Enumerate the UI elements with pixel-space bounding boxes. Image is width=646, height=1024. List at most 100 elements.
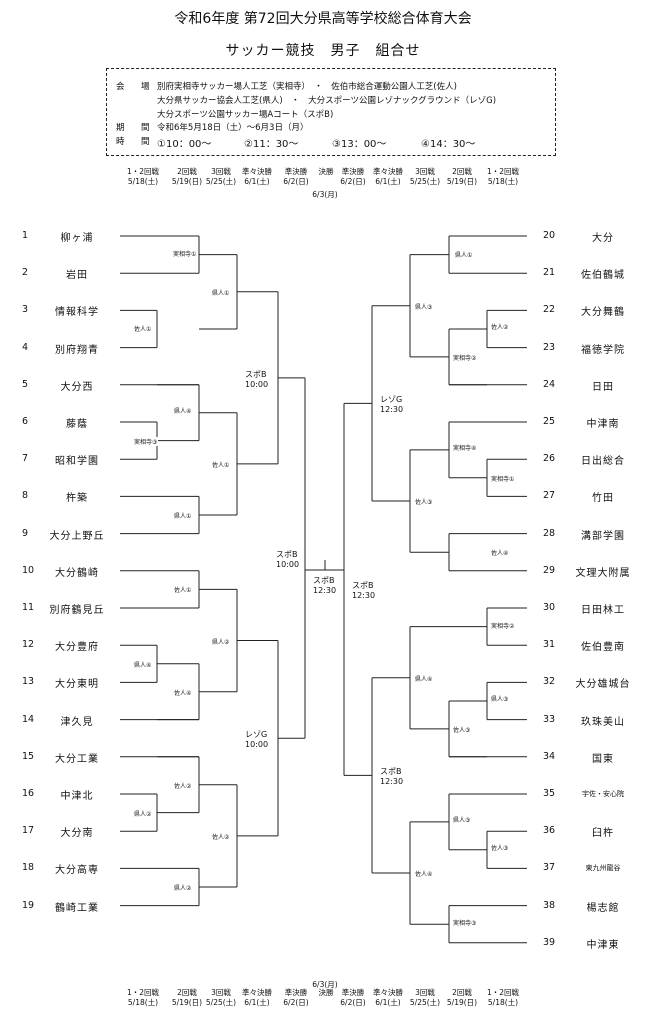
venue-label: 佐人③: [452, 724, 472, 734]
venue-label: 県人②: [211, 636, 231, 646]
venue-label: 県人④: [173, 405, 193, 415]
venue-label: 佐人①: [173, 585, 193, 595]
team-name: 中津北: [60, 791, 94, 802]
venue-label: 県人①: [173, 511, 193, 520]
team-name: 中津東: [586, 939, 620, 951]
qf-time-right-bottom: 12:30: [380, 777, 404, 787]
sf-time-left: 10:00: [276, 560, 300, 569]
team-name: 岩田: [66, 270, 88, 282]
team-number: 26: [543, 453, 556, 465]
round-header-cell: 決勝: [304, 167, 348, 177]
team-name: 情報科学: [55, 307, 99, 319]
team-number: 12: [22, 639, 35, 651]
team-name: 鶴崎工業: [55, 902, 99, 914]
time-slot-2: ②11：30～: [244, 139, 299, 150]
venue-label: 県人①: [211, 287, 231, 297]
venue-label: 佐人②: [211, 831, 231, 841]
final-date-top: 6/3(月): [312, 190, 338, 199]
team-number: 22: [543, 304, 556, 316]
round-date: 5/19(日): [446, 998, 478, 1007]
round-name: 準々決勝: [373, 988, 403, 997]
round-name: 2回戦: [177, 167, 197, 176]
venue-label: 県人①: [454, 249, 474, 259]
team-name: 佐伯豊南: [581, 642, 625, 654]
team-number: 10: [22, 564, 35, 576]
time-label: 時 間: [116, 137, 154, 147]
round-date: 5/19(日): [171, 998, 203, 1007]
team-name: 中津南: [586, 419, 620, 430]
team-number: 25: [543, 416, 556, 427]
venue-label: 実相寺③: [452, 918, 478, 928]
team-name: 大分南: [60, 828, 94, 840]
venue-label: 実相寺①: [172, 248, 198, 258]
team-number: 18: [22, 862, 35, 874]
round-name: 準決勝: [341, 988, 365, 997]
round-name: 2回戦: [177, 988, 197, 997]
team-number: 30: [543, 602, 556, 613]
team-name: 柳ヶ浦: [60, 233, 94, 244]
team-name: 東九州龍谷: [585, 864, 621, 873]
team-number: 19: [22, 899, 35, 911]
team-number: 17: [22, 825, 35, 837]
sf-venue-left: スポB: [276, 550, 298, 559]
round-name: 決勝: [318, 167, 334, 176]
venue-label: 県人③: [452, 814, 472, 824]
venue-label: 佐人③: [490, 842, 510, 852]
round-name: 準決勝: [284, 167, 308, 176]
venue-label: 県人②: [173, 883, 193, 892]
round-header-cell: 決勝: [304, 988, 348, 998]
round-name: 1・2回戦: [126, 988, 160, 997]
team-name: 大分舞鶴: [581, 307, 625, 319]
round-date: 6/2(日): [340, 998, 366, 1007]
venue-label: 県人④: [414, 673, 434, 683]
venue-label: 佐人②: [173, 780, 193, 790]
round-name: 準決勝: [341, 167, 365, 176]
venue-label: 佐人①: [133, 324, 153, 333]
final-date-bottom: 6/3(月): [312, 980, 338, 989]
team-name: 大分鶴崎: [55, 567, 99, 579]
sf-time-right: 12:30: [352, 591, 376, 601]
team-name: 楊志館: [586, 902, 620, 914]
team-number: 11: [22, 602, 35, 613]
info-box: 会 場 別府実相寺サッカー場人工芝（実相寺） ・ 佐伯市総合運動公園人工芝(佐人…: [106, 68, 556, 156]
round-name: 準々決勝: [373, 167, 403, 176]
team-number: 29: [543, 564, 556, 576]
qf-venue-right-bottom: スポB: [380, 767, 402, 777]
team-number: 13: [22, 676, 35, 688]
time-slot-3: ③13：00～: [332, 139, 387, 150]
qf-time-right-top: 12:30: [380, 405, 404, 415]
team-name: 佐伯鶴城: [581, 270, 625, 282]
round-date: 5/18(土): [487, 998, 519, 1007]
team-number: 35: [543, 788, 556, 799]
round-name: 2回戦: [452, 988, 472, 997]
team-number: 27: [543, 490, 556, 502]
team-name: 大分西: [60, 381, 94, 393]
team-name: 玖珠美山: [581, 716, 625, 728]
team-name: 福徳学院: [581, 344, 625, 356]
venue-label: 会 場: [116, 82, 154, 92]
team-name: 国東: [592, 753, 614, 765]
team-number: 21: [543, 267, 556, 279]
round-date: 5/18(土): [487, 177, 519, 186]
round-date: 6/1(土): [244, 177, 270, 186]
venue-label: 県人③: [414, 301, 434, 311]
round-date: 5/18(土): [127, 177, 159, 186]
team-number: 20: [543, 230, 556, 241]
time-slot-1: ①10：00～: [157, 139, 212, 150]
team-number: 5: [22, 378, 29, 390]
team-name: 竹田: [592, 493, 614, 505]
team-number: 28: [543, 527, 556, 539]
